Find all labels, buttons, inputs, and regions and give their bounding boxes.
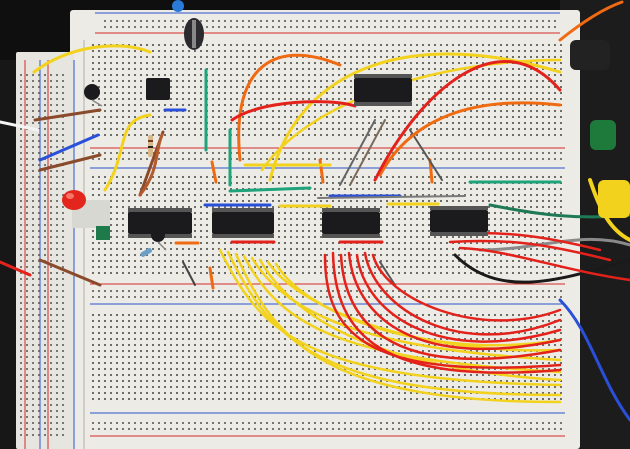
ic-u4 xyxy=(322,208,380,238)
jumper-gray-3 xyxy=(182,261,196,286)
wire-blue-right xyxy=(558,298,630,422)
long-wires-top xyxy=(32,0,624,197)
jumper-brown-1 xyxy=(33,108,102,122)
wire-orange-right xyxy=(378,101,562,177)
jumper-orange-5 xyxy=(208,266,215,290)
ic-u6 xyxy=(146,78,170,100)
black-clip xyxy=(570,40,610,70)
jumper-gray-6 xyxy=(409,129,443,181)
green-clip xyxy=(590,120,616,150)
wire-orange-arc xyxy=(237,53,342,162)
left-rail-holes xyxy=(20,70,66,440)
top-rail-holes xyxy=(100,16,560,28)
transistor-q2 xyxy=(151,228,167,251)
jumper-blue-1 xyxy=(38,133,100,162)
resistor-r1 xyxy=(148,135,153,157)
jumper-white xyxy=(0,120,40,132)
yellow-wire-bundle xyxy=(218,248,562,404)
wire-red-mid xyxy=(230,100,357,122)
ic-u5 xyxy=(430,206,488,236)
wire-orange-top-right xyxy=(558,0,624,42)
discrete-components xyxy=(62,0,204,257)
jumper-gray-4 xyxy=(339,119,376,186)
wire-yellow-top-left xyxy=(32,44,152,74)
ic-u1 xyxy=(354,74,412,106)
wire-yellow-top-long xyxy=(268,52,562,182)
resistor-r2 xyxy=(140,248,152,257)
left-shadow xyxy=(0,60,20,449)
lower-rail-holes xyxy=(92,288,562,300)
jumper-red-short xyxy=(0,260,32,277)
middle-rail-holes xyxy=(92,152,562,164)
jumper-brown-3 xyxy=(38,258,102,287)
bottom-rail-holes xyxy=(92,418,562,430)
jumper-gray-2 xyxy=(379,261,396,286)
red-led xyxy=(62,190,86,210)
ic-chips xyxy=(128,74,488,238)
probe-clips xyxy=(570,40,630,218)
transistor-q1 xyxy=(84,84,103,107)
short-jumpers xyxy=(0,68,562,290)
wire-red-top-long xyxy=(373,60,562,182)
wire-yellow-curl xyxy=(103,113,152,192)
jumper-green-3 xyxy=(228,186,312,193)
wire-brown-curl xyxy=(138,133,164,197)
ic-u3 xyxy=(212,208,274,238)
jumper-gray-1 xyxy=(317,195,466,199)
jumper-gray-5 xyxy=(349,119,386,186)
jumper-orange-2 xyxy=(210,160,218,184)
small-blue-component xyxy=(172,0,184,12)
wire-black-right xyxy=(453,253,630,284)
jumper-brown-2 xyxy=(38,153,102,172)
yellow-clip xyxy=(598,180,630,218)
jumper-orange-4 xyxy=(428,158,434,184)
electrolytic-capacitor xyxy=(184,18,204,50)
